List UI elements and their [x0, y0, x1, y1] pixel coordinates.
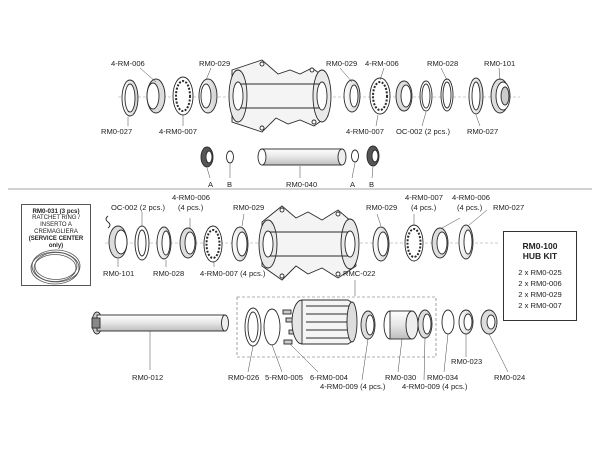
label-lower-rm026: RM0-026	[228, 373, 259, 382]
label-lower-rm006-b-line1: 4-RM0-006	[452, 193, 490, 202]
rmc022-group-box	[236, 296, 437, 358]
label-lower-rm006-b-line2: (4 pcs.)	[457, 203, 483, 212]
label-upper-rm027-left: RM0-027	[101, 127, 132, 136]
hub-kit-item: 2 x RM0-007	[518, 301, 562, 310]
label-upper-a-left: A	[208, 180, 214, 189]
label-lower-rm007-b: 4-RM0-007 (4 pcs.)	[200, 269, 266, 278]
service-center-box: RM0-031 (3 pcs) RATCHET RING / INSERTO A…	[21, 204, 91, 286]
lower-rm026-ring	[244, 307, 262, 347]
service-desc-line2: RATCHET RING /	[32, 215, 80, 221]
lower-rm101-cap	[105, 215, 128, 259]
label-lower-rm004: 6-RM0-004	[310, 373, 348, 382]
spacer-rm030	[383, 310, 419, 340]
label-lower-rm034: RM0-034	[427, 373, 458, 382]
label-upper-rm028: RM0-028	[427, 59, 458, 68]
service-desc-line5: (SERVICE CENTER only)	[28, 236, 84, 249]
label-upper-rm101: RM0-101	[484, 59, 515, 68]
hub-kit-item: 2 x RM0-025	[518, 268, 562, 277]
service-part-number: RM0-031 (3 pcs)	[32, 208, 80, 215]
upper-ball-cage-left	[172, 76, 194, 116]
service-desc-line3: INSERTO A	[40, 222, 72, 228]
lower-rm005-ring	[263, 308, 281, 346]
label-lower-rm009-b: 4-RM0-009 (4 pcs.)	[402, 382, 468, 391]
hub-kit-title: HUB KIT	[522, 251, 558, 261]
axle-ring-a-right	[351, 149, 359, 163]
axle-rm012	[91, 311, 229, 335]
label-upper-rm029-left: RM0-029	[199, 59, 230, 68]
label-lower-rm029-b: RM0-029	[366, 203, 397, 212]
label-upper-rm040: RM0-040	[286, 180, 317, 189]
label-upper-oc002: OC-002 (2 pcs.)	[396, 127, 450, 136]
label-lower-rm012: RM0-012	[132, 373, 163, 382]
label-lower-rm007-line2: (4 pcs.)	[411, 203, 437, 212]
label-lower-rm030: RM0-030	[385, 373, 416, 382]
lower-ball-cage-left	[203, 225, 223, 263]
hub-kit-box: RM0-100 HUB KIT 2 x RM0-025 2 x RM0-006 …	[503, 231, 577, 321]
label-upper-a-right: A	[350, 180, 356, 189]
lower-hub-body	[258, 205, 360, 281]
lower-rm024-endcap	[480, 309, 498, 335]
label-upper-b-left: B	[227, 180, 232, 189]
label-lower-oc002: OC-002 (2 pcs.)	[111, 203, 165, 212]
upper-leader-lines	[127, 67, 501, 179]
label-lower-rm009-a: 4-RM0-009 (4 pcs.)	[320, 382, 386, 391]
label-lower-rm023: RM0-023	[451, 357, 482, 366]
service-desc-line4: CREMAGLIERA	[34, 229, 78, 235]
upper-axle-row	[200, 145, 380, 168]
axle-rm040	[261, 148, 343, 166]
ratchet-rings-illustration	[30, 249, 81, 285]
upper-assembly	[118, 59, 520, 133]
upper-ball-cage-right	[369, 77, 391, 115]
upper-hub-body	[228, 59, 332, 133]
label-lower-rm028: RM0-028	[153, 269, 184, 278]
lower-freehub-row	[91, 296, 498, 358]
label-upper-rm007-mid: 4-RM0-007	[346, 127, 384, 136]
lower-leader-lines	[117, 209, 509, 381]
hub-kit-item: 2 x RM0-029	[518, 290, 562, 299]
hub-kit-item: 2 x RM0-006	[518, 279, 562, 288]
label-lower-rmc022: RMC-022	[343, 269, 376, 278]
hub-kit-part-number: RM0-100	[522, 241, 558, 251]
label-lower-rm027: RM0-027	[493, 203, 524, 212]
lower-assembly	[105, 205, 500, 281]
freehub-body	[291, 299, 358, 345]
label-upper-rm027-right: RM0-027	[467, 127, 498, 136]
upper-rm101-cap	[490, 78, 511, 114]
label-upper-rm029-mid: RM0-029	[326, 59, 357, 68]
label-upper-rm007-left: 4-RM0-007	[159, 127, 197, 136]
label-lower-rm101: RM0-101	[103, 269, 134, 278]
label-upper-b-right: B	[369, 180, 374, 189]
label-lower-rm005: 5-RM0-005	[265, 373, 303, 382]
lower-ball-cage-right	[404, 224, 424, 262]
axle-ring-b-left	[226, 150, 234, 164]
lower-rm034-ring	[441, 309, 455, 335]
label-lower-rm006-a-line2: (4 pcs.)	[178, 203, 204, 212]
label-lower-rm006-a-line1: 4-RM0-006	[172, 193, 210, 202]
label-upper-rm006-mid: 4-RM-006	[365, 59, 399, 68]
label-lower-rm029-a: RM0-029	[233, 203, 264, 212]
label-upper-rm006-left: 4-RM-006	[111, 59, 145, 68]
label-lower-rm007-line1: 4-RM0-007	[405, 193, 443, 202]
label-lower-rm024: RM0-024	[494, 373, 525, 382]
